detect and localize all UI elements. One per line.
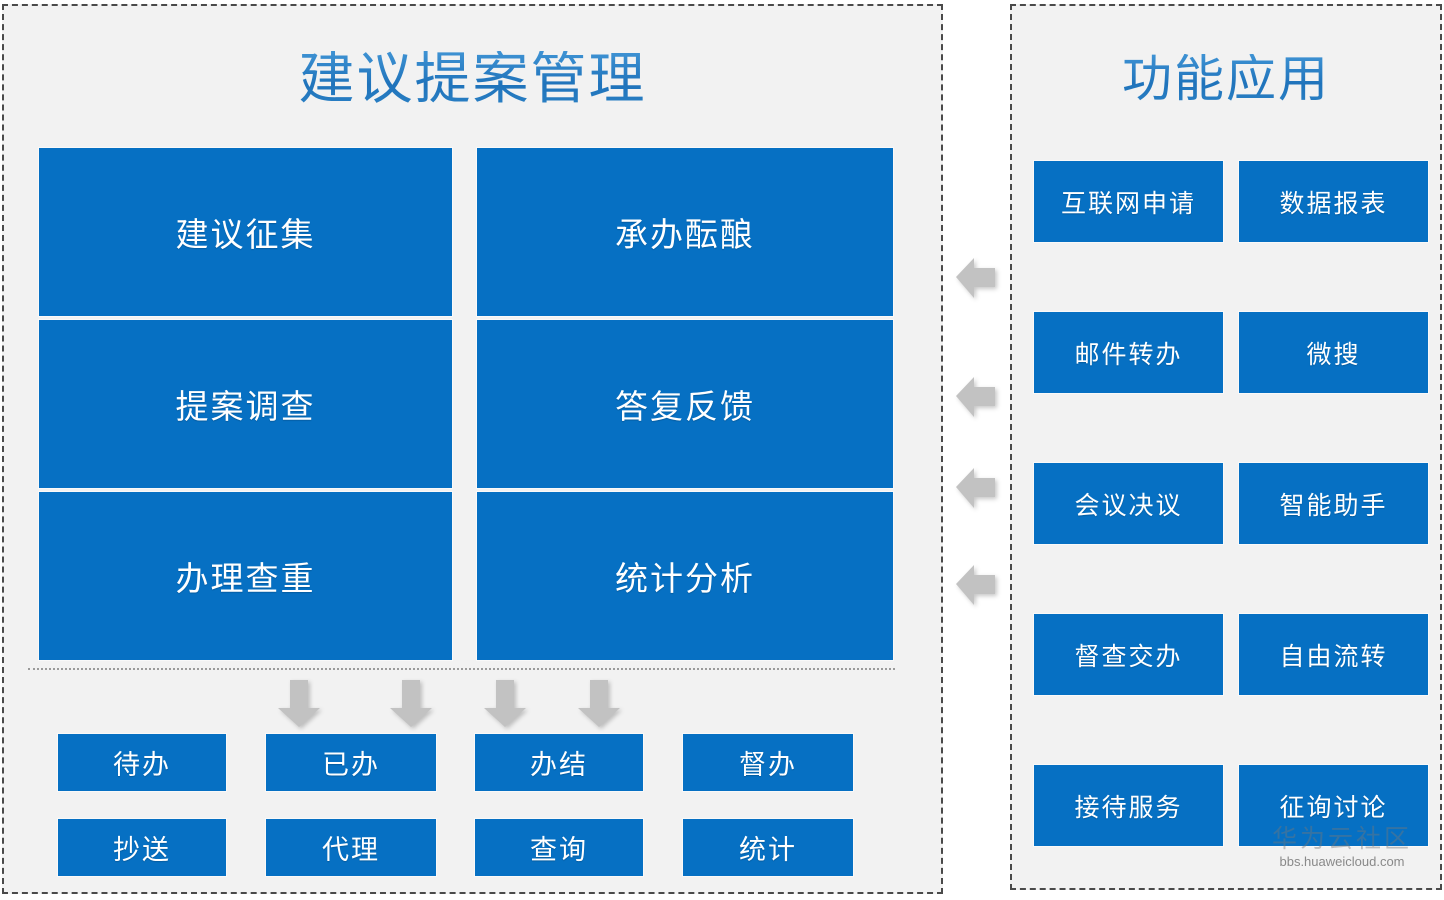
right-panel-title: 功能应用 — [1012, 54, 1440, 104]
module-tile-handling-deliberation[interactable]: 承办酝酿 — [477, 148, 893, 316]
arrow-down-icon — [389, 680, 433, 728]
module-tile-reply-feedback[interactable]: 答复反馈 — [477, 320, 893, 488]
module-tile-label: 办理查重 — [175, 560, 316, 597]
app-tile-supervision-assignment[interactable]: 督查交办 — [1034, 614, 1223, 695]
app-tile-micro-search[interactable]: 微搜 — [1239, 312, 1428, 393]
arrow-down-icon — [483, 680, 527, 728]
app-tile-label: 邮件转办 — [1074, 340, 1183, 369]
app-tile-label: 自由流转 — [1279, 642, 1388, 671]
status-tile-label: 代理 — [322, 835, 380, 865]
arrow-left-icon — [956, 466, 996, 510]
app-tile-label: 智能助手 — [1279, 491, 1388, 520]
app-tile-meeting-resolution[interactable]: 会议决议 — [1034, 463, 1223, 544]
app-tile-mail-transfer[interactable]: 邮件转办 — [1034, 312, 1223, 393]
status-tile-label: 已办 — [322, 750, 380, 780]
module-tile-suggestion-collection[interactable]: 建议征集 — [39, 148, 452, 316]
app-tile-internet-application[interactable]: 互联网申请 — [1034, 161, 1223, 242]
module-tile-label: 提案调查 — [175, 388, 316, 425]
left-panel-title: 建议提案管理 — [4, 51, 941, 107]
module-tile-duplicate-check[interactable]: 办理查重 — [39, 492, 452, 660]
function-application-panel: 功能应用 — [1010, 4, 1442, 890]
status-tile-cc[interactable]: 抄送 — [58, 819, 226, 876]
status-tile-label: 待办 — [113, 750, 171, 780]
module-tile-label: 承办酝酿 — [615, 216, 755, 253]
app-tile-smart-assistant[interactable]: 智能助手 — [1239, 463, 1428, 544]
arrow-left-icon — [956, 256, 996, 300]
app-tile-free-flow[interactable]: 自由流转 — [1239, 614, 1428, 695]
module-tile-label: 答复反馈 — [615, 388, 755, 425]
app-tile-reception-service[interactable]: 接待服务 — [1034, 765, 1223, 846]
arrow-down-icon — [577, 680, 621, 728]
status-tile-done[interactable]: 已办 — [266, 734, 436, 791]
status-tile-statistics[interactable]: 统计 — [683, 819, 853, 876]
arrow-left-icon — [956, 563, 996, 607]
status-tile-label: 办结 — [530, 750, 588, 780]
status-tile-todo[interactable]: 待办 — [58, 734, 226, 791]
app-tile-data-report[interactable]: 数据报表 — [1239, 161, 1428, 242]
status-tile-label: 统计 — [739, 835, 797, 865]
app-tile-label: 接待服务 — [1074, 793, 1183, 822]
app-tile-label: 征询讨论 — [1279, 793, 1388, 822]
status-tile-query[interactable]: 查询 — [475, 819, 643, 876]
arrow-down-icon — [277, 680, 321, 728]
status-tile-label: 抄送 — [113, 835, 171, 865]
status-tile-supervise[interactable]: 督办 — [683, 734, 853, 791]
module-tile-proposal-survey[interactable]: 提案调查 — [39, 320, 452, 488]
app-tile-label: 督查交办 — [1074, 642, 1183, 671]
app-tile-label: 互联网申请 — [1060, 189, 1196, 218]
module-tile-label: 建议征集 — [175, 216, 316, 253]
module-tile-statistical-analysis[interactable]: 统计分析 — [477, 492, 893, 660]
app-tile-label: 微搜 — [1306, 340, 1361, 369]
app-tile-label: 数据报表 — [1279, 189, 1388, 218]
status-tile-agent[interactable]: 代理 — [266, 819, 436, 876]
arrow-left-icon — [956, 375, 996, 419]
status-tile-label: 查询 — [530, 835, 588, 865]
status-tile-completed[interactable]: 办结 — [475, 734, 643, 791]
app-tile-label: 会议决议 — [1074, 491, 1183, 520]
app-tile-consultation-discussion[interactable]: 征询讨论 — [1239, 765, 1428, 846]
module-tile-label: 统计分析 — [615, 560, 755, 597]
section-divider — [28, 668, 895, 670]
status-tile-label: 督办 — [739, 750, 797, 780]
